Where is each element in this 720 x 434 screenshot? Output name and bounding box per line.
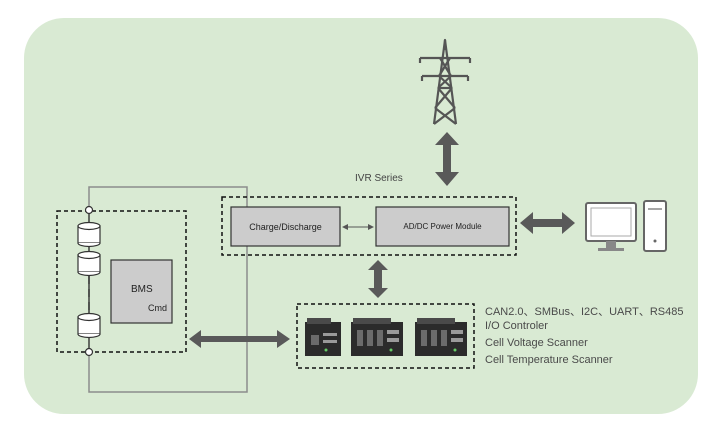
ivr-series-title: IVR Series bbox=[355, 173, 403, 184]
protocol-list-item: Cell Temperature Scanner bbox=[485, 354, 613, 366]
battery-cell-icon bbox=[77, 312, 101, 339]
power-module-box bbox=[375, 206, 510, 247]
grid-link-arrow bbox=[435, 132, 459, 186]
protocol-list-item: CAN2.0、SMBus、I2C、UART、RS485 bbox=[485, 306, 684, 318]
bms-label: BMS bbox=[131, 284, 153, 295]
wiring-loop bbox=[88, 186, 248, 393]
ivr-series-frame bbox=[221, 196, 517, 256]
battery-stack bbox=[77, 205, 101, 357]
bms-sub-label: Cmd bbox=[148, 303, 168, 313]
protocol-list-item: I/O Controler bbox=[485, 320, 548, 332]
battery-group-frame bbox=[56, 210, 187, 353]
charge-discharge-box bbox=[230, 206, 341, 247]
computer-link-arrow bbox=[520, 212, 575, 234]
protocol-list-item: Cell Voltage Scanner bbox=[485, 337, 588, 349]
charge-discharge-label: Charge/Discharge bbox=[249, 221, 322, 232]
bms-box bbox=[110, 259, 173, 324]
devices-frame bbox=[296, 303, 475, 369]
hardware-module-icon bbox=[415, 318, 467, 356]
bms-devices-link-arrow bbox=[189, 330, 290, 348]
battery-cell-icon bbox=[77, 221, 101, 248]
hardware-module-icon bbox=[351, 318, 403, 356]
power-tower-icon bbox=[418, 38, 472, 125]
battery-cell-icon bbox=[77, 250, 101, 277]
devices-link-arrow bbox=[368, 260, 388, 298]
desktop-computer-icon bbox=[585, 200, 667, 252]
hardware-module-icon bbox=[305, 318, 341, 356]
power-module-label: AD/DC Power Module bbox=[403, 222, 482, 231]
